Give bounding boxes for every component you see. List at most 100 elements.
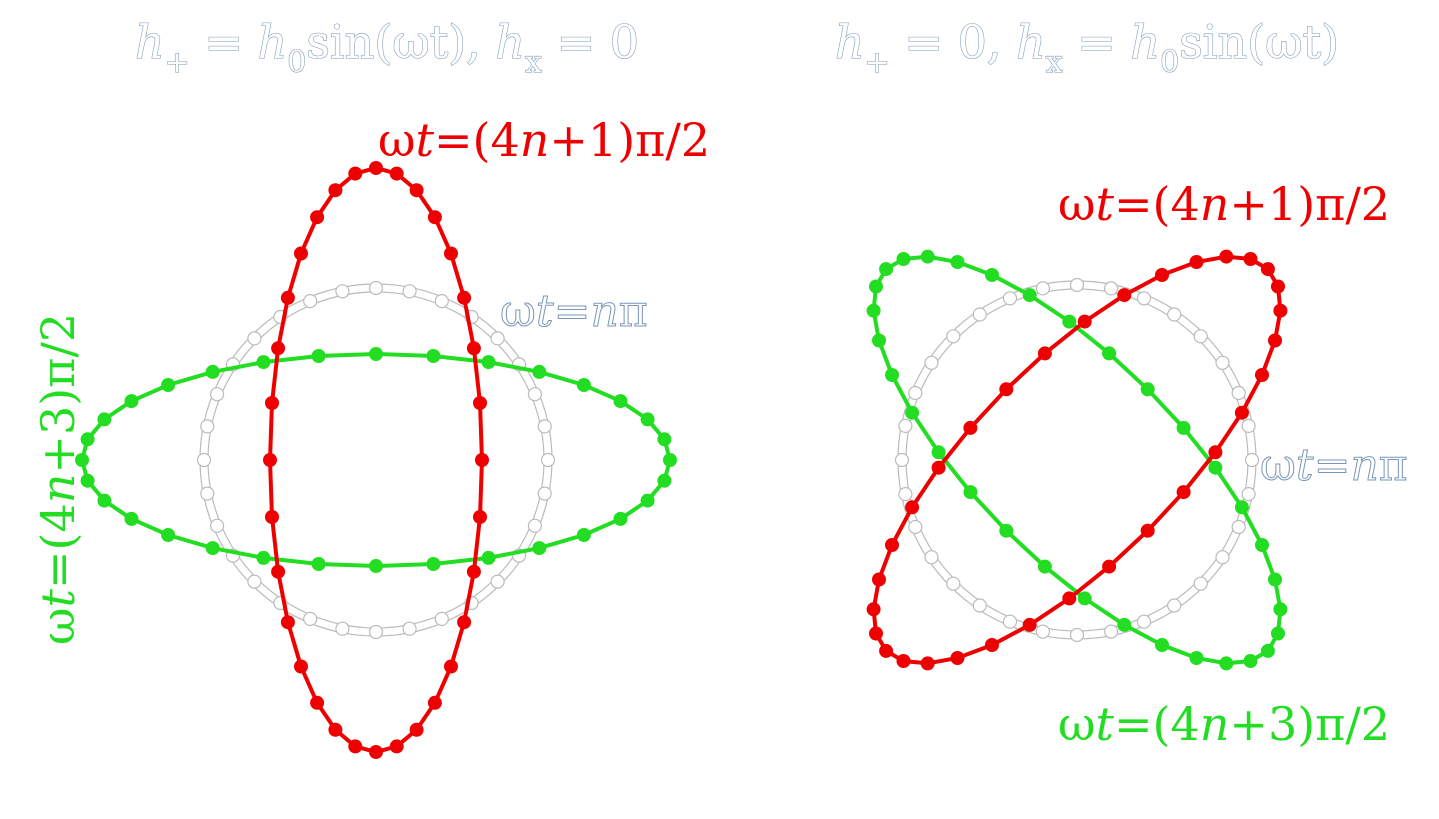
test-particle bbox=[894, 452, 910, 468]
test-particle bbox=[532, 541, 547, 556]
test-particle bbox=[444, 659, 458, 674]
test-particle bbox=[1208, 445, 1223, 460]
test-particle bbox=[271, 564, 286, 579]
right-ring-rest bbox=[894, 277, 1260, 643]
test-particle bbox=[1102, 346, 1117, 361]
test-particle bbox=[1271, 626, 1285, 641]
test-particle bbox=[335, 621, 350, 636]
test-particle bbox=[950, 651, 965, 665]
test-particle bbox=[205, 364, 220, 379]
test-particle bbox=[475, 453, 489, 467]
test-particle bbox=[409, 722, 424, 737]
ring-curve bbox=[871, 254, 1283, 666]
test-particle bbox=[866, 303, 881, 318]
test-particle bbox=[247, 331, 262, 346]
test-particle bbox=[527, 518, 543, 533]
test-particle bbox=[303, 611, 318, 627]
test-particle bbox=[576, 378, 591, 392]
test-particle bbox=[1167, 307, 1182, 322]
test-particle bbox=[294, 659, 308, 674]
test-particle bbox=[348, 739, 363, 754]
test-particle bbox=[885, 368, 899, 382]
test-particle bbox=[1102, 559, 1117, 574]
test-particle bbox=[1208, 460, 1223, 475]
test-particle bbox=[205, 541, 220, 556]
test-particle bbox=[879, 262, 894, 277]
test-particle bbox=[885, 538, 899, 552]
test-particle bbox=[80, 432, 95, 447]
test-particle bbox=[210, 518, 225, 533]
left-label-red: ωt=(4n+1)π/2 bbox=[378, 113, 710, 167]
test-particle bbox=[657, 473, 672, 488]
test-particle bbox=[1022, 617, 1037, 632]
test-particle bbox=[473, 396, 487, 410]
left-label-gray: ωt=nπ bbox=[500, 286, 648, 337]
test-particle bbox=[434, 294, 449, 309]
test-particle bbox=[75, 453, 89, 467]
test-particle bbox=[1069, 277, 1085, 293]
test-particle bbox=[1193, 329, 1208, 344]
test-particle bbox=[1255, 538, 1269, 552]
test-particle bbox=[427, 210, 442, 225]
test-particle bbox=[1243, 654, 1258, 668]
test-particle bbox=[1002, 614, 1018, 629]
test-particle bbox=[1167, 598, 1182, 613]
test-particle bbox=[196, 452, 212, 468]
test-particle bbox=[963, 420, 978, 435]
test-particle bbox=[527, 387, 543, 402]
test-particle bbox=[1037, 559, 1052, 574]
test-particle bbox=[946, 329, 961, 344]
test-particle bbox=[657, 432, 672, 447]
test-particle bbox=[640, 493, 655, 508]
test-particle bbox=[473, 510, 487, 524]
test-particle bbox=[369, 347, 383, 361]
test-particle bbox=[124, 394, 139, 409]
test-particle bbox=[920, 249, 935, 264]
test-particle bbox=[1035, 281, 1051, 296]
test-particle bbox=[1260, 262, 1275, 277]
test-particle bbox=[200, 486, 215, 501]
test-particle bbox=[294, 246, 308, 261]
test-particle bbox=[908, 519, 923, 535]
test-particle bbox=[905, 405, 920, 420]
test-particle bbox=[490, 331, 505, 346]
test-particle bbox=[210, 387, 225, 402]
test-particle bbox=[1219, 656, 1234, 671]
test-particle bbox=[1062, 314, 1077, 329]
test-particle bbox=[389, 739, 404, 754]
test-particle bbox=[1215, 550, 1230, 565]
right-label-red: ωt=(4n+1)π/2 bbox=[1058, 177, 1390, 231]
test-particle bbox=[161, 528, 176, 542]
left-title: h+ = h0sin(ωt), hx = 0 bbox=[135, 15, 639, 80]
test-particle bbox=[256, 355, 271, 370]
test-particle bbox=[348, 166, 363, 181]
test-particle bbox=[409, 183, 424, 198]
test-particle bbox=[311, 557, 326, 571]
test-particle bbox=[898, 487, 913, 502]
test-particle bbox=[310, 695, 325, 710]
test-particle bbox=[1241, 418, 1256, 433]
test-particle bbox=[1273, 602, 1288, 617]
test-particle bbox=[1193, 576, 1208, 591]
test-particle bbox=[265, 396, 279, 410]
test-particle bbox=[1243, 252, 1258, 266]
test-particle bbox=[896, 654, 911, 668]
ring-curve bbox=[871, 254, 1283, 666]
test-particle bbox=[1103, 624, 1119, 639]
test-particle bbox=[1189, 255, 1204, 269]
test-particle bbox=[1062, 591, 1077, 606]
test-particle bbox=[1244, 452, 1260, 468]
test-particle bbox=[490, 574, 505, 589]
test-particle bbox=[1234, 500, 1249, 515]
test-particle bbox=[311, 349, 326, 363]
test-particle bbox=[368, 280, 384, 296]
test-particle bbox=[1260, 643, 1275, 658]
test-particle bbox=[271, 341, 286, 356]
test-particle bbox=[389, 166, 404, 181]
test-particle bbox=[972, 598, 987, 613]
test-particle bbox=[1037, 346, 1052, 361]
test-particle bbox=[263, 453, 277, 467]
test-particle bbox=[1271, 279, 1285, 294]
test-particle bbox=[1136, 614, 1152, 629]
test-particle bbox=[1002, 291, 1018, 306]
